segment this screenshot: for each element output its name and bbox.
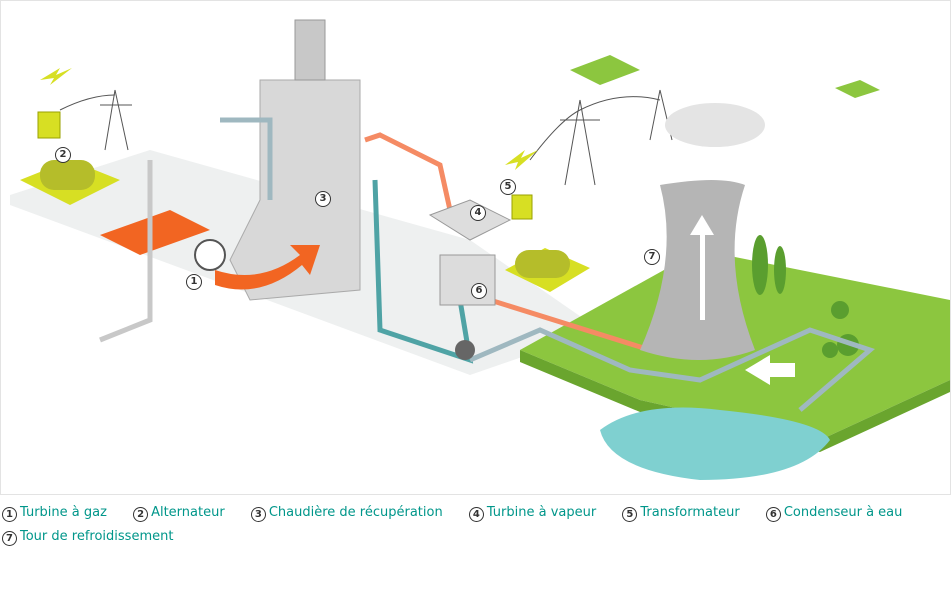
legend-number: 2 <box>133 507 149 522</box>
legend-label: Condenseur à eau <box>783 505 903 520</box>
transformer-left <box>37 111 61 139</box>
marker-alternator: 2 <box>55 147 71 163</box>
pipes <box>99 117 875 412</box>
hrsg-boiler <box>229 79 361 301</box>
marker-boiler: 3 <box>315 191 331 207</box>
legend-number: 6 <box>765 507 781 522</box>
alternator-right <box>505 248 590 292</box>
gas-turbine-fan <box>194 239 226 271</box>
legend-label: Turbine à vapeur <box>486 505 597 520</box>
trees <box>752 235 859 358</box>
legend-number: 4 <box>468 507 484 522</box>
marker-cooling-tower: 7 <box>644 249 660 265</box>
legend-label: Chaudière de récupération <box>268 505 443 520</box>
hot-gas-arrow <box>215 245 320 290</box>
power-plant-illustration <box>10 19 950 480</box>
legend-label: Tour de refroidissement <box>20 529 174 544</box>
legend-label: Transformateur <box>640 505 740 520</box>
village-tile-2 <box>835 80 880 98</box>
pump <box>455 340 475 360</box>
legend-number: 7 <box>2 531 17 546</box>
steam-turbine <box>428 199 512 241</box>
steam-arrow <box>690 215 714 320</box>
condenser <box>439 254 496 306</box>
legend-number: 3 <box>250 507 266 522</box>
air-inlet-arrow <box>745 355 795 385</box>
alternator-left <box>20 160 120 205</box>
village-tile <box>570 55 640 85</box>
legend-number: 5 <box>622 507 638 522</box>
steam-cloud <box>665 103 765 147</box>
gas-turbine-base <box>100 210 210 255</box>
lake <box>600 407 830 480</box>
legend-label: Alternateur <box>151 505 225 520</box>
lightning-icon <box>40 68 72 85</box>
lightning-icon-2 <box>505 150 538 170</box>
cooling-tower <box>640 180 755 360</box>
legend-number: 1 <box>2 507 17 522</box>
transformer-right <box>511 194 533 220</box>
marker-transformer: 5 <box>500 179 516 195</box>
chimney <box>294 19 326 81</box>
legend-label: Turbine à gaz <box>20 505 107 520</box>
marker-condenser: 6 <box>471 283 487 299</box>
marker-steam-turbine: 4 <box>470 205 486 221</box>
marker-gas-turbine: 1 <box>186 274 202 290</box>
